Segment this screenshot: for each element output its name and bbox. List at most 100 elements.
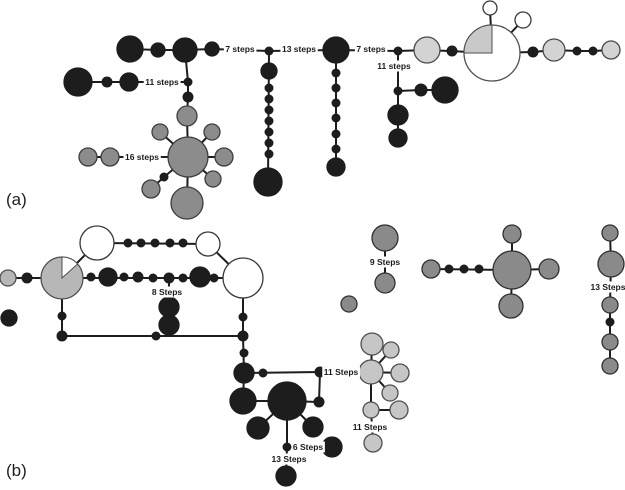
step-label-bg: [123, 151, 161, 163]
step-label-text: 6 Steps: [293, 442, 324, 452]
mutation-step-dot: [209, 273, 219, 283]
step-label: 13 Steps: [270, 453, 309, 465]
haplotype-node: [170, 186, 204, 220]
haplotype-node: [172, 37, 198, 63]
haplotype-node: [189, 266, 211, 288]
haplotype-node: [421, 259, 441, 279]
panel-a-label: (a): [6, 190, 27, 209]
step-label: 11 steps: [143, 76, 181, 88]
mutation-step-dot: [178, 273, 188, 283]
mutation-step-dot: [331, 83, 341, 93]
haplotype-node: [360, 332, 384, 356]
haplotype-node: [538, 258, 560, 280]
mutation-step-dot: [136, 238, 146, 248]
haplotype-node: [601, 40, 621, 60]
haplotype-node: [381, 384, 399, 402]
haplotype-node: [302, 416, 324, 438]
mutation-step-dot: [282, 442, 292, 452]
haplotype-node: [98, 267, 118, 287]
haplotype-node: [482, 0, 498, 16]
mutation-step-dot: [238, 312, 248, 322]
haplotype-node: [0, 269, 17, 287]
haplotype-node: [431, 76, 459, 104]
pie-slice: [61, 256, 79, 280]
mutation-step-dot: [57, 311, 67, 321]
haplotype-node: [601, 296, 619, 314]
haplotype-node: [100, 147, 120, 167]
mutation-step-dot: [264, 46, 274, 56]
mutation-step-dot: [237, 330, 249, 342]
step-label: 7 steps: [354, 43, 388, 55]
haplotype-node: [246, 416, 270, 440]
step-label-text: 13 steps: [282, 44, 316, 54]
haplotype-node: [601, 357, 619, 375]
pie-slice: [463, 24, 493, 54]
haplotype-node: [158, 314, 180, 336]
step-label-bg: [291, 441, 325, 453]
step-label: 16 steps: [123, 151, 161, 163]
mutation-step-dot: [331, 129, 341, 139]
step-label: 9 Steps: [368, 256, 402, 268]
haplotype-node: [413, 36, 441, 64]
haplotype-node: [158, 296, 180, 318]
step-label-bg: [375, 60, 413, 72]
haplotype-node: [275, 465, 297, 487]
mutation-step-dot: [605, 317, 615, 327]
haplotype-node: [150, 42, 166, 58]
mutation-step-dot: [264, 94, 274, 104]
step-label-bg: [351, 421, 390, 433]
haplotype-node: [78, 147, 98, 167]
haplotype-node: [260, 62, 278, 80]
step-label-text: 7 steps: [225, 44, 255, 54]
step-label-bg: [368, 256, 402, 268]
mutation-step-dot: [150, 238, 160, 248]
haplotype-node: [340, 295, 358, 313]
haplotype-node: [0, 309, 18, 327]
mutation-step-dot: [527, 46, 539, 58]
step-label: 13 Steps: [589, 281, 625, 293]
haplotype-node: [204, 170, 222, 188]
haplotype-node: [119, 72, 139, 92]
haplotype-node: [267, 381, 307, 421]
mutation-step-dot: [258, 368, 268, 378]
haplotype-node: [176, 105, 198, 127]
step-label-text: 16 steps: [125, 152, 159, 162]
step-label-text: 9 Steps: [370, 257, 401, 267]
mutation-step-dot: [86, 272, 96, 282]
haplotype-node: [388, 128, 408, 148]
step-label-bg: [223, 43, 257, 55]
haplotype-node: [362, 401, 380, 419]
mutation-step-dot: [264, 138, 274, 148]
step-label: 7 steps: [223, 43, 257, 55]
haplotype-node: [389, 400, 409, 420]
mutation-step-dot: [313, 396, 325, 408]
haplotype-node: [374, 272, 396, 294]
mutation-step-dot: [474, 264, 484, 274]
mutation-step-dot: [56, 330, 68, 342]
mutation-step-dot: [183, 77, 193, 87]
mutation-step-dot: [264, 116, 274, 126]
step-label-text: 8 Steps: [152, 287, 183, 297]
haplotype-node: [498, 293, 524, 319]
haplotype-node: [79, 225, 115, 261]
haplotype-node: [514, 11, 532, 29]
step-label-bg: [280, 43, 318, 55]
step-label-bg: [354, 43, 388, 55]
mutation-step-dot: [393, 46, 403, 56]
mutation-step-dot: [119, 272, 129, 282]
mutation-step-dot: [123, 238, 133, 248]
haplotype-node: [542, 38, 566, 62]
mutation-step-dot: [159, 172, 169, 182]
mutation-step-dot: [459, 264, 469, 274]
mutation-step-dot: [331, 68, 341, 78]
haplotype-node: [326, 157, 346, 177]
mutation-step-dot: [182, 91, 194, 103]
mutation-step-dot: [588, 46, 598, 56]
haplotype-node: [382, 341, 400, 359]
step-label: 11 steps: [375, 60, 413, 72]
haplotype-node: [363, 433, 383, 453]
haplotype-node: [321, 436, 343, 458]
mutation-step-dot: [331, 98, 341, 108]
step-label-text: 13 Steps: [591, 282, 625, 292]
